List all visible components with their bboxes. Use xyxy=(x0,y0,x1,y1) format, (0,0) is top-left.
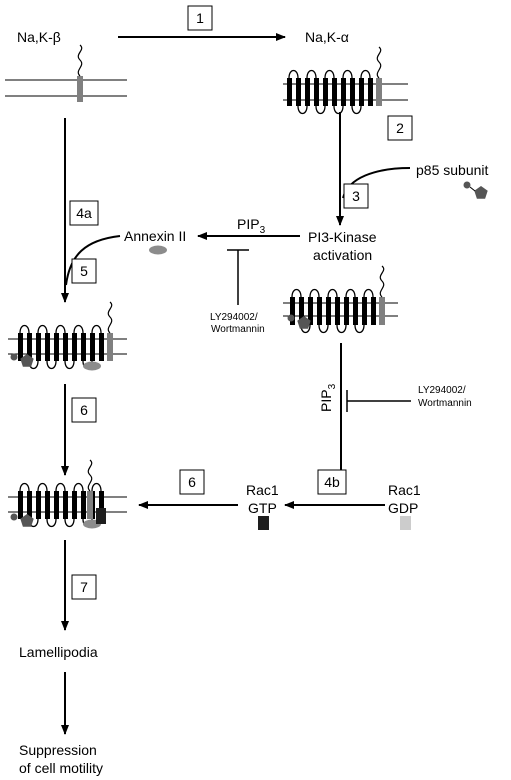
beta-segment-top xyxy=(376,78,382,106)
rac1-gtp-bound-rect xyxy=(96,508,106,524)
pi3k-label-line2: activation xyxy=(313,247,372,263)
svg-text:5: 5 xyxy=(80,263,88,279)
beta-loop-pi3k xyxy=(379,265,385,298)
pip3-label-horizontal: PIP3 xyxy=(237,216,266,236)
suppression-label-line2: of cell motility xyxy=(19,760,103,776)
inhibitor-1-line2: Wortmannin xyxy=(211,324,265,335)
p85-subunit-label: p85 subunit xyxy=(416,162,489,178)
annexin-ii-bound-ellipse xyxy=(83,361,101,371)
rac1-gtp-rect-icon xyxy=(258,516,269,530)
lamellipodia-label: Lamellipodia xyxy=(19,644,98,660)
annexin-label: Annexin II xyxy=(124,228,186,244)
step-7-box: 7 xyxy=(71,574,97,600)
svg-text:2: 2 xyxy=(396,120,404,136)
step-4a-box: 4a xyxy=(69,200,99,226)
beta-segment-final xyxy=(87,491,93,519)
svg-text:4b: 4b xyxy=(324,474,340,490)
p85-bound-icon-annexin xyxy=(10,353,34,367)
beta-loop-annexin xyxy=(107,301,113,334)
suppression-label-line1: Suppression xyxy=(19,742,97,758)
inhibitor-2-line1: LY294002/ xyxy=(418,385,466,396)
beta-segment-annexin xyxy=(107,333,113,361)
beta-segment-pi3k xyxy=(379,297,385,325)
rac1-gdp-label-line1: Rac1 xyxy=(388,482,421,498)
step-2-box: 2 xyxy=(387,115,413,141)
pi3k-label-line1: PI3-Kinase xyxy=(308,229,377,245)
membrane-beta xyxy=(5,79,127,97)
step-4b-box: 4b xyxy=(317,469,347,495)
p85-pentagon-icon xyxy=(463,181,488,199)
beta-subunit-segment xyxy=(77,76,83,102)
na-k-beta-label: Na,K-β xyxy=(17,29,61,45)
inhibitor-1-line1: LY294002/ xyxy=(210,312,258,323)
svg-text:3: 3 xyxy=(352,188,360,204)
p85-bound-icon-pi3k xyxy=(287,314,311,329)
inhibitor-2-line2: Wortmannin xyxy=(418,398,472,409)
rac1-gdp-rect-icon xyxy=(400,516,411,530)
annexin-recruitment-curve xyxy=(65,235,121,286)
annexin-ii-ellipse-icon xyxy=(149,245,167,255)
beta-loop-final xyxy=(87,459,93,492)
step-1-box: 1 xyxy=(187,5,213,31)
svg-text:4a: 4a xyxy=(76,205,92,221)
rac1-gtp-label-line2: GTP xyxy=(248,500,277,516)
svg-text:1: 1 xyxy=(196,10,204,26)
svg-text:6: 6 xyxy=(80,402,88,418)
svg-text:7: 7 xyxy=(80,579,88,595)
step-5-box: 5 xyxy=(71,258,97,284)
step-6-box-left: 6 xyxy=(71,397,97,423)
rac1-gtp-label-line1: Rac1 xyxy=(246,482,279,498)
rac1-gdp-label-line2: GDP xyxy=(388,500,418,516)
alpha-subunit-top xyxy=(286,69,374,115)
beta-loop-top xyxy=(376,46,382,79)
p85-bound-icon-final xyxy=(10,513,34,527)
step-3-box: 3 xyxy=(343,183,369,209)
na-k-alpha-label: Na,K-α xyxy=(305,29,349,45)
svg-text:6: 6 xyxy=(188,474,196,490)
beta-extracellular-loop xyxy=(77,44,83,77)
step-6-box-right: 6 xyxy=(179,469,205,495)
pip3-label-vertical: PIP3 xyxy=(318,383,338,412)
